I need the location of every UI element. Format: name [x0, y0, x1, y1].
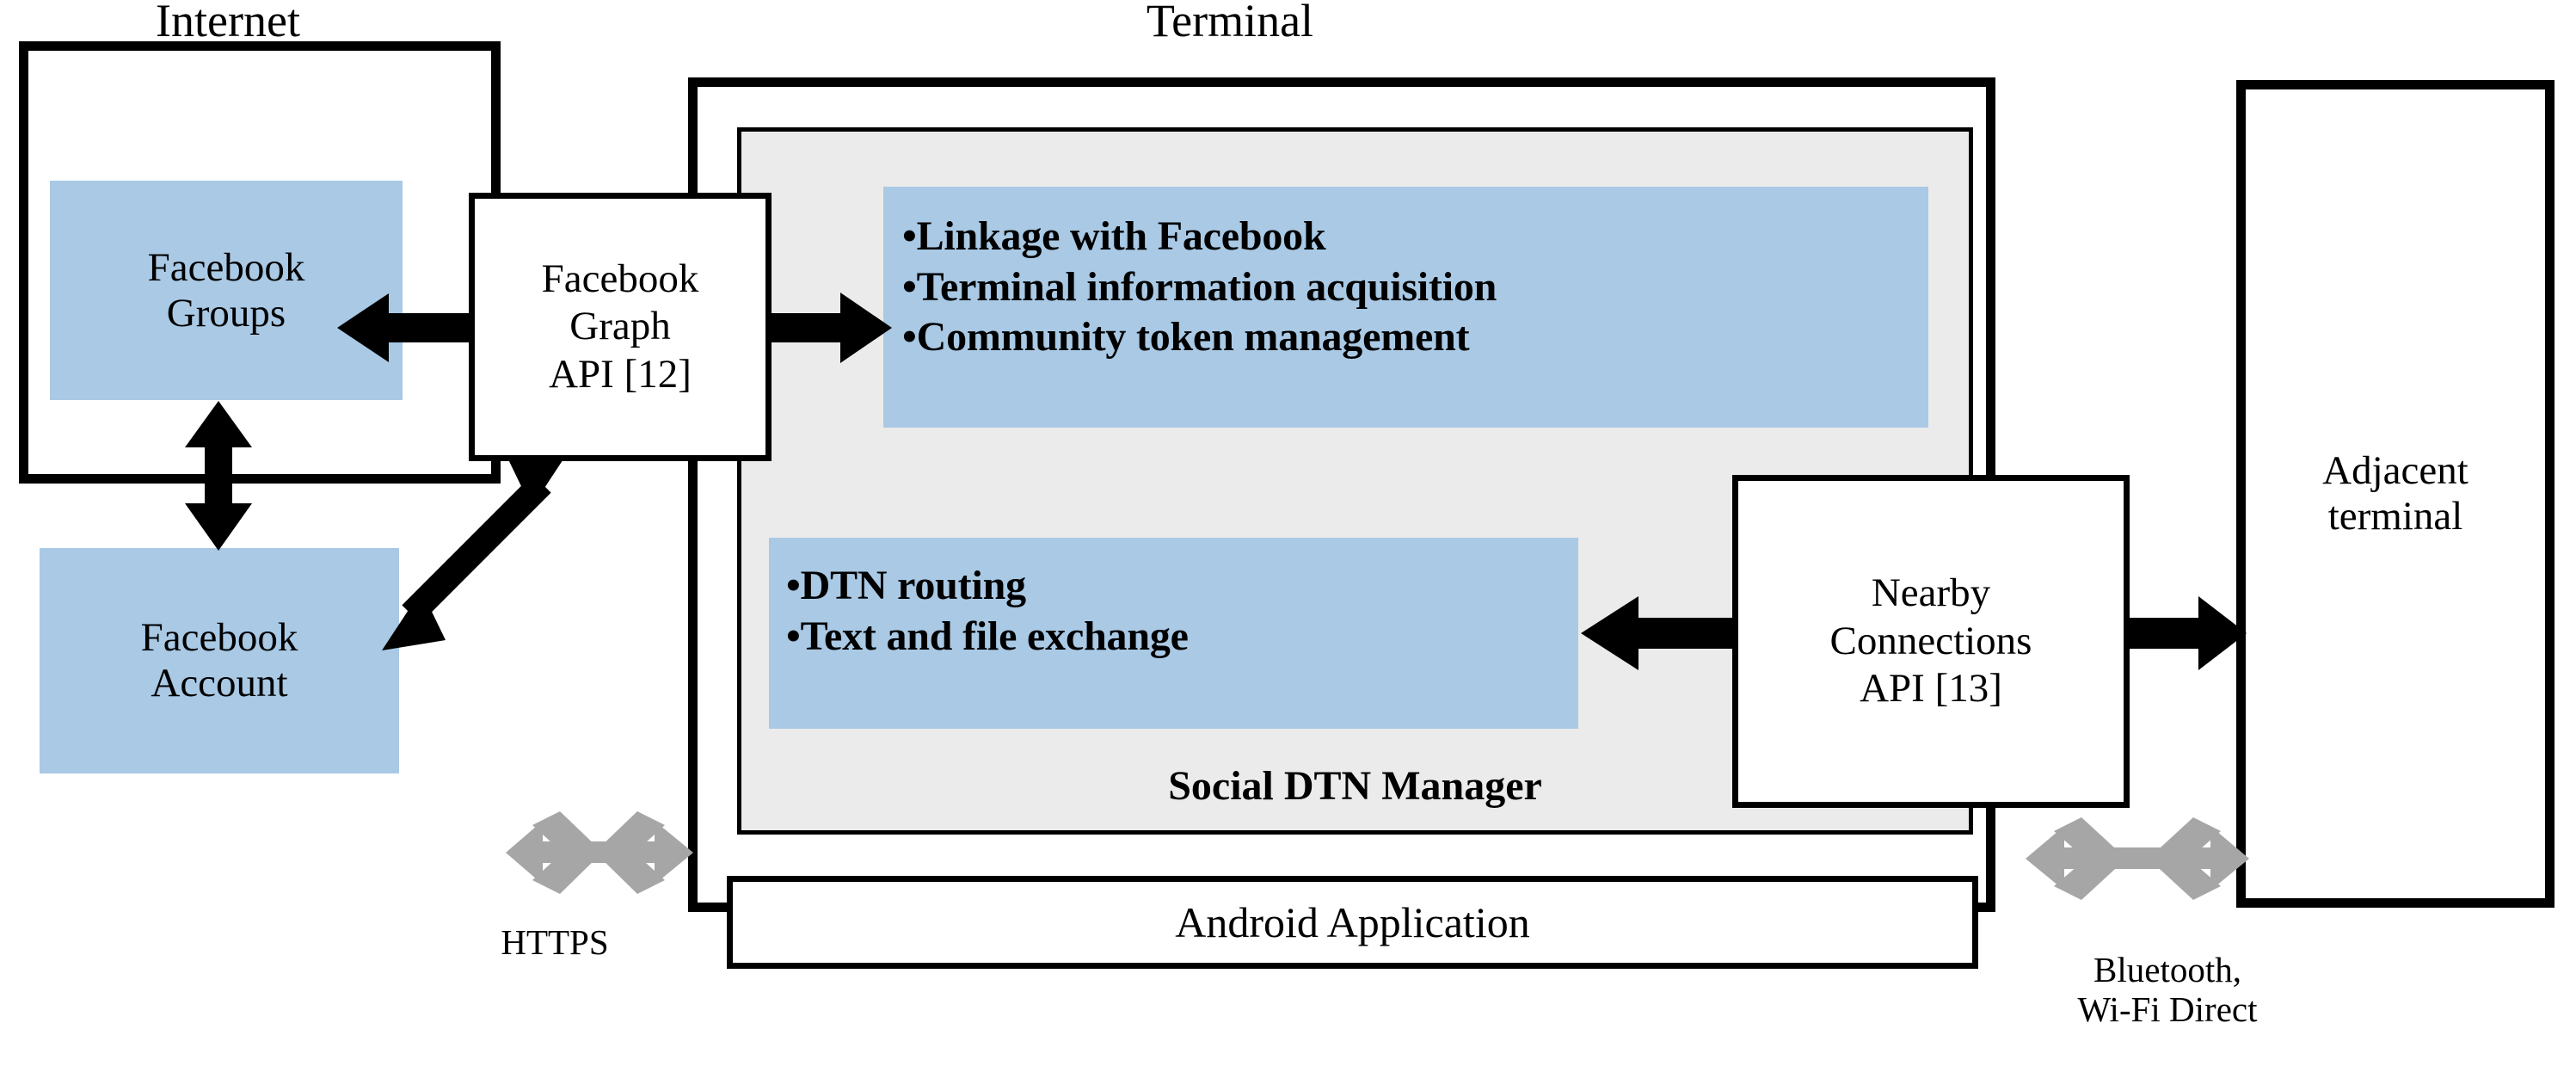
internet-title: Internet	[156, 0, 300, 46]
wireless-label: Bluetooth, Wi-Fi Direct	[2077, 950, 2258, 1029]
social-dtn-manager-title: Social DTN Manager	[1168, 763, 1542, 809]
feature-item: •Text and file exchange	[786, 613, 1189, 659]
arrow-https-bidirectional	[506, 811, 693, 894]
features-top-box[interactable]: •Linkage with Facebook •Terminal informa…	[883, 187, 1928, 428]
https-label: HTTPS	[501, 922, 609, 962]
feature-item: •Community token management	[902, 314, 1470, 360]
facebook-graph-api-label: Facebook Graph API [12]	[541, 256, 699, 397]
feature-item: •Linkage with Facebook	[902, 213, 1326, 259]
facebook-groups-label: Facebook Groups	[147, 244, 305, 336]
nearby-connections-api-label: Nearby Connections API [13]	[1829, 570, 2032, 712]
arrow-wireless-bidirectional	[2026, 817, 2249, 900]
facebook-account-label: Facebook Account	[140, 615, 298, 706]
features-top-list: •Linkage with Facebook •Terminal informa…	[902, 212, 1497, 363]
facebook-graph-api-box[interactable]: Facebook Graph API [12]	[469, 193, 772, 461]
features-bottom-box[interactable]: •DTN routing •Text and file exchange	[769, 538, 1578, 729]
feature-item: •Terminal information acquisition	[902, 263, 1497, 310]
terminal-title: Terminal	[1146, 0, 1314, 46]
adjacent-terminal-box[interactable]: Adjacent terminal	[2236, 80, 2554, 908]
nearby-connections-api-box[interactable]: Nearby Connections API [13]	[1732, 475, 2130, 808]
arrow-nearbyapi-to-adjacent	[2128, 596, 2247, 670]
facebook-groups-box[interactable]: Facebook Groups	[50, 181, 403, 400]
adjacent-terminal-label: Adjacent terminal	[2322, 448, 2468, 539]
android-application-label: Android Application	[1175, 898, 1530, 946]
features-bottom-list: •DTN routing •Text and file exchange	[786, 561, 1189, 662]
facebook-account-box[interactable]: Facebook Account	[40, 548, 399, 773]
feature-item: •DTN routing	[786, 563, 1026, 608]
android-application-box[interactable]: Android Application	[727, 876, 1978, 969]
